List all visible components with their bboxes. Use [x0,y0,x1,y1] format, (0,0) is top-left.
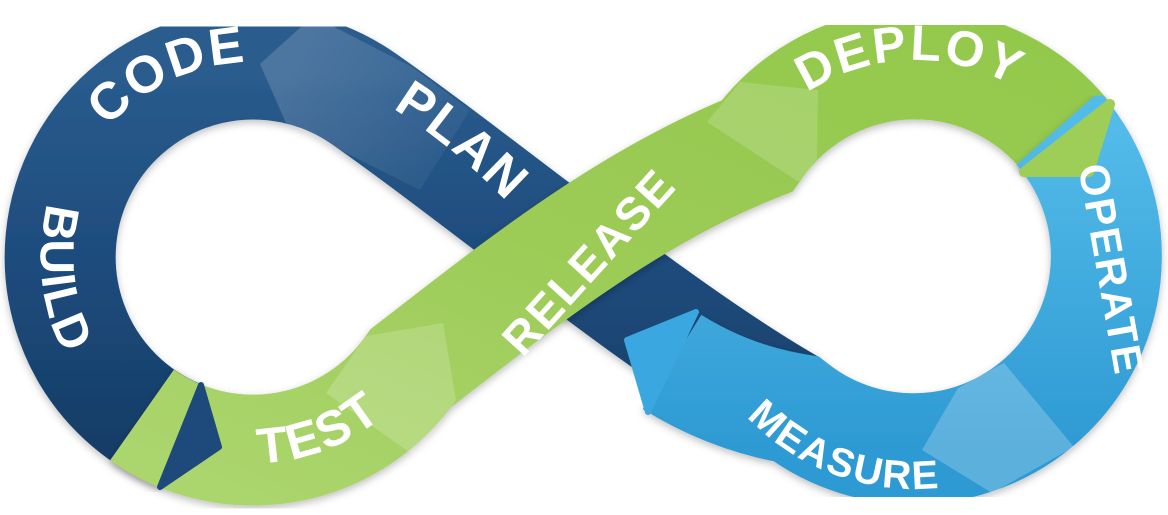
chevron-deploy-start [707,82,818,182]
arrow-measure-to-plan [624,309,699,415]
band-operate-measure [642,91,1162,505]
chevron-plan-start [260,16,470,190]
arrow-build-to-test [157,382,222,490]
chevron-measure-start [922,363,1074,493]
arrow-deploy-to-operate [1019,99,1115,177]
chevron-release-start [326,323,456,457]
band-test-release-deploy [110,8,1111,506]
